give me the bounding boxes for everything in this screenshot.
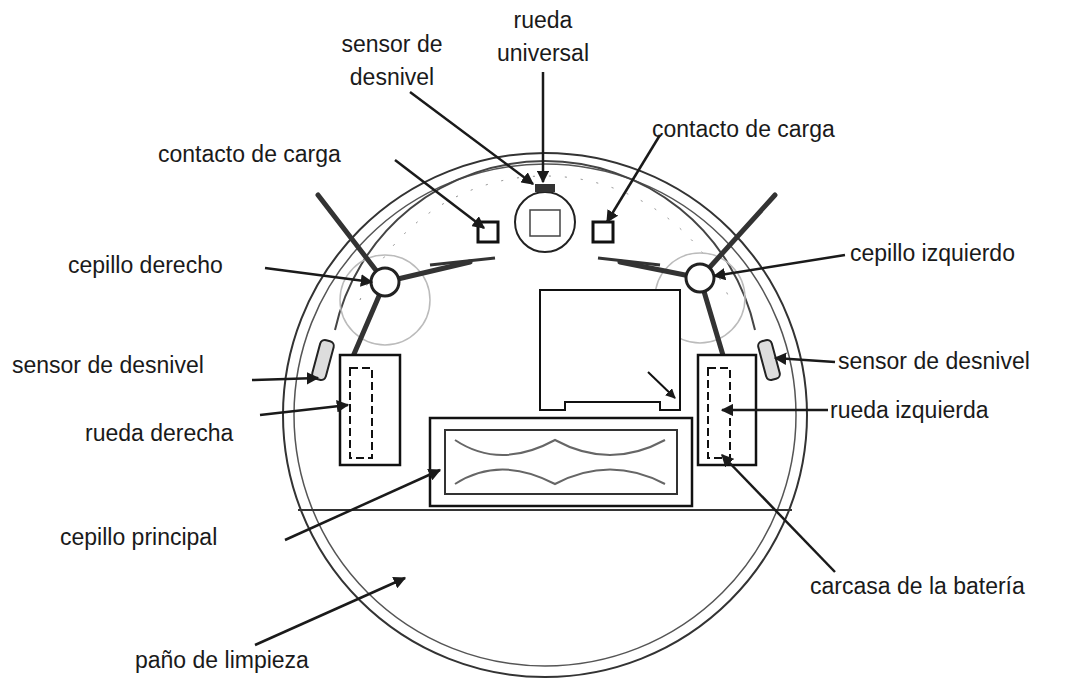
right-wheel-housing [340, 355, 400, 465]
brush-hub [371, 268, 399, 296]
brush-bristles [455, 440, 665, 455]
part-label: sensor de desnivel [838, 345, 1030, 378]
cliff-sensor [757, 339, 781, 381]
part-label: contacto de carga [652, 113, 835, 146]
universal-wheel-axle [530, 210, 560, 236]
rim-dots [360, 176, 730, 300]
main-brush-housing [430, 418, 692, 506]
part-label: contacto de carga [158, 138, 341, 171]
mop-edge [298, 509, 792, 511]
part-label: paño de limpieza [135, 644, 309, 677]
part-label: carcasa de la batería [810, 570, 1025, 603]
brush-hub [686, 264, 714, 292]
robot-inner-rim [294, 164, 796, 666]
part-label: cepillo izquierdo [850, 237, 1015, 270]
cliff-sensor-top [535, 184, 555, 192]
right-side-brush [318, 195, 470, 368]
right-wheel [350, 368, 372, 458]
part-label: rueda universal [478, 4, 608, 70]
part-label: cepillo principal [60, 521, 217, 554]
part-label: cepillo derecho [68, 249, 223, 282]
battery-arrow [648, 372, 675, 398]
brush-bristles [455, 470, 665, 485]
part-label: sensor de desnivel [12, 349, 204, 382]
left-wheel [708, 368, 730, 458]
part-label: rueda izquierda [830, 394, 989, 427]
part-label: rueda derecha [85, 417, 233, 450]
cliff-sensor [311, 339, 335, 381]
battery-cover [540, 290, 680, 410]
brush-shadow [340, 255, 430, 345]
leader-lines [252, 72, 845, 645]
universal-wheel [515, 192, 575, 252]
charging-contact [593, 222, 613, 242]
main-brush-roller [445, 430, 677, 494]
part-label: sensor de desnivel [322, 28, 462, 94]
